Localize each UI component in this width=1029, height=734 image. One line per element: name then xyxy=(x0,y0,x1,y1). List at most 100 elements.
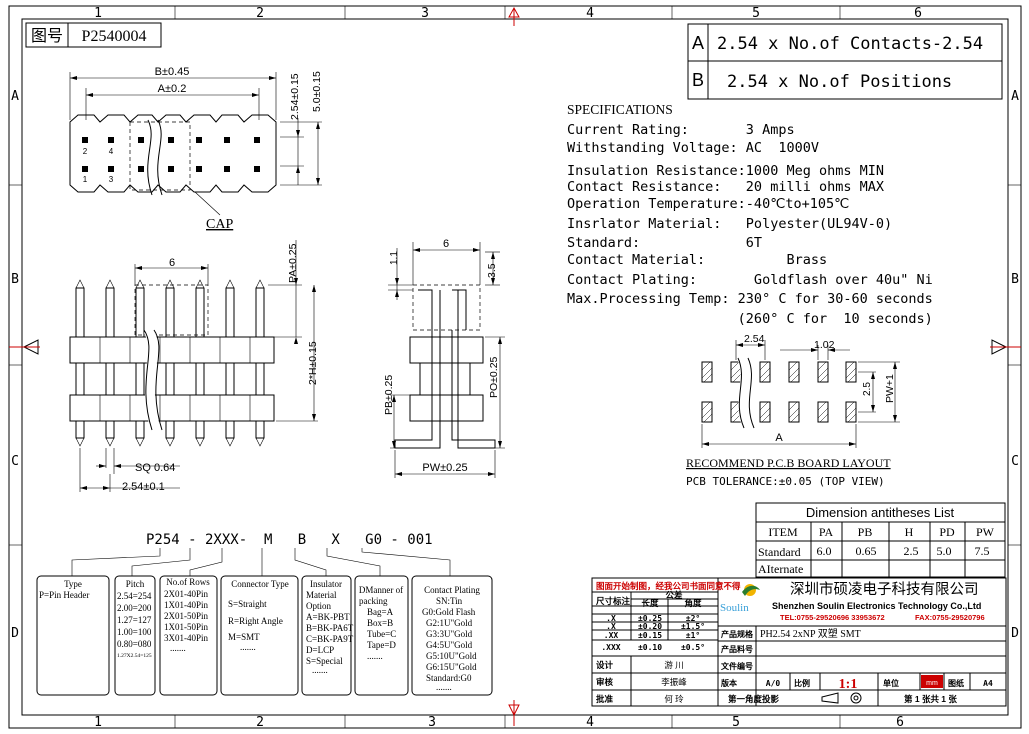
part-name-box: A B 2.54 x No.of Contacts-2.54 2.54 x No… xyxy=(687,23,1003,100)
tb-tol-cell: .XXX xyxy=(601,643,620,652)
legend-title: Connector Type xyxy=(231,579,288,589)
legend-title: No.of Rows xyxy=(166,577,210,587)
legend-line: 2X01-40Pin xyxy=(164,589,209,599)
legend-line: 2.54=254 xyxy=(117,591,152,601)
legend-line: G2:1U"Gold xyxy=(426,618,473,628)
legend-line: ....... xyxy=(170,643,186,653)
pin-label: 3 xyxy=(109,175,114,184)
tb-version: A/0 xyxy=(766,679,781,688)
legend-line: ....... xyxy=(240,642,256,652)
zone-row-left: B xyxy=(11,272,19,287)
dim-6-end: 6 xyxy=(443,238,449,250)
table-cell: AIternate xyxy=(758,562,803,576)
legend-line: ....... xyxy=(312,665,328,675)
tb-tol-cell: ±0.10 xyxy=(638,643,662,652)
legend-line: G4:5U"Gold xyxy=(426,640,473,650)
zone-col-top: 2 xyxy=(256,6,264,21)
legend-line: 1X01-40Pin xyxy=(164,600,209,610)
legend-line: 1.27=127 xyxy=(117,615,152,625)
tb-tol-col: 角度 xyxy=(684,598,702,608)
dim-po: PO±0.25 xyxy=(488,356,500,398)
legend-title: Contact Plating xyxy=(424,585,480,595)
company-name-en: Shenzhen Soulin Electronics Technology C… xyxy=(772,601,981,611)
zone-col-top: 6 xyxy=(914,6,922,21)
zone-col-top: 3 xyxy=(421,6,429,21)
zone-col-bottom: 6 xyxy=(896,715,904,730)
tb-tol-cell: ±0.20 xyxy=(638,622,662,631)
spec-title: SPECIFICATIONS xyxy=(567,102,673,117)
tb-tol-label: 尺寸标注 xyxy=(595,596,631,606)
dim-254-pcb: 2.54 xyxy=(744,333,765,345)
legend-line: G0:Gold Flash xyxy=(422,607,476,617)
tb-version-label: 版本 xyxy=(720,678,737,688)
pcb-pads xyxy=(701,361,857,423)
tb-header-red: 图面开始制图，经我公司书面同意不得 xyxy=(596,581,741,591)
legend-title: Insulator xyxy=(310,579,342,589)
drawing-frame xyxy=(8,5,1022,729)
tb-scale: 1:1 xyxy=(839,677,858,692)
zone-col-top: 5 xyxy=(752,6,760,21)
tb-tol-cell: ±2° xyxy=(686,614,700,623)
legend-line: D=LCP xyxy=(306,645,334,655)
part-b-formula: 2.54 x No.of Positions xyxy=(727,72,952,92)
zone-row-left: D xyxy=(11,626,19,641)
zone-col-bottom: 2 xyxy=(256,715,264,730)
table-cell: Standard xyxy=(758,545,801,559)
part-b-label: B xyxy=(692,70,704,90)
dim-pw: PW±0.25 xyxy=(422,462,467,474)
pcb-title: RECOMMEND P.C.B BOARD LAYOUT xyxy=(686,456,891,470)
part-a-label: A xyxy=(692,33,704,53)
dim-11: 1.1 xyxy=(389,251,400,265)
legend-line: ....... xyxy=(367,651,383,661)
legend-line: G6:15U"Gold xyxy=(426,662,477,672)
dim-b: B±0.45 xyxy=(155,66,190,78)
zone-row-left: A xyxy=(11,89,19,104)
pin-squares xyxy=(82,137,260,172)
tb-file-no-label: 文件编号 xyxy=(721,661,753,671)
tb-tol-cell: ±0.15 xyxy=(638,631,662,640)
tb-design-name: 游 川 xyxy=(664,660,683,670)
dim-pw-pcb: PW+1 xyxy=(884,374,896,403)
spec-line: Standard: 6T xyxy=(567,235,762,251)
legend-line: ....... xyxy=(436,682,452,692)
tb-sheet: 第 1 张共 1 张 xyxy=(904,694,957,704)
part-a-formula: 2.54 x No.of Contacts-2.54 xyxy=(717,34,983,54)
tb-angle-label: 第一角度投影 xyxy=(728,694,780,704)
tb-product-no-label: 产品料号 xyxy=(721,644,753,654)
zone-row-right: C xyxy=(1011,454,1019,469)
legend-title: Type xyxy=(64,579,82,589)
legend-line: Tape=D xyxy=(367,640,396,650)
legend-line: Material xyxy=(306,590,337,600)
company-logo: Soulin xyxy=(720,584,760,614)
zone-col-top: 4 xyxy=(586,6,594,21)
zone-col-bottom: 1 xyxy=(94,715,102,730)
zone-labels: 1 2 3 4 5 6 1 2 3 4 5 6 A B C D A B C D xyxy=(11,6,1019,730)
legend-line: A=BK-PBT xyxy=(306,612,350,622)
legend-title: DManner of xyxy=(359,585,403,595)
legend-line: 1.27X2.54=125 xyxy=(117,653,152,659)
zone-col-top: 1 xyxy=(94,6,102,21)
company-fax: FAX:0755-29520796 xyxy=(915,613,985,622)
pcb-tolerance: PCB TOLERANCE:±0.05 (TOP VIEW) xyxy=(686,475,885,488)
pin-label: 2 xyxy=(83,147,88,156)
dim-pitch-side: 2.54±0.1 xyxy=(122,481,165,493)
company-logo-text: Soulin xyxy=(720,602,749,614)
tb-approve-name: 何 玲 xyxy=(664,694,684,704)
legend-line: 1X01-50Pin xyxy=(164,622,209,632)
tb-tol-cell: .X xyxy=(606,614,616,623)
table-cell: 6.0 xyxy=(817,544,832,558)
tb-tol-head: 公差 xyxy=(665,590,683,600)
legend-line: 2X01-50Pin xyxy=(164,611,209,621)
tb-tol-cell: ±1° xyxy=(686,631,700,640)
table-header: PD xyxy=(939,525,955,539)
legend-line: 2.00=200 xyxy=(117,603,152,613)
tb-design-label: 设计 xyxy=(596,660,614,670)
spec-line: (260° C for 10 seconds) xyxy=(567,311,933,327)
legend-line: Box=B xyxy=(367,618,393,628)
dim-pitch-top: 2.54±0.15 xyxy=(289,73,301,120)
zone-row-right: D xyxy=(1011,626,1019,641)
spec-line: Insrlator Material: Polyester(UL94V-0) xyxy=(567,216,892,232)
zone-col-bottom: 4 xyxy=(586,715,594,730)
legend-title: Pitch xyxy=(126,579,145,589)
legend-line: S=Straight xyxy=(228,599,267,609)
